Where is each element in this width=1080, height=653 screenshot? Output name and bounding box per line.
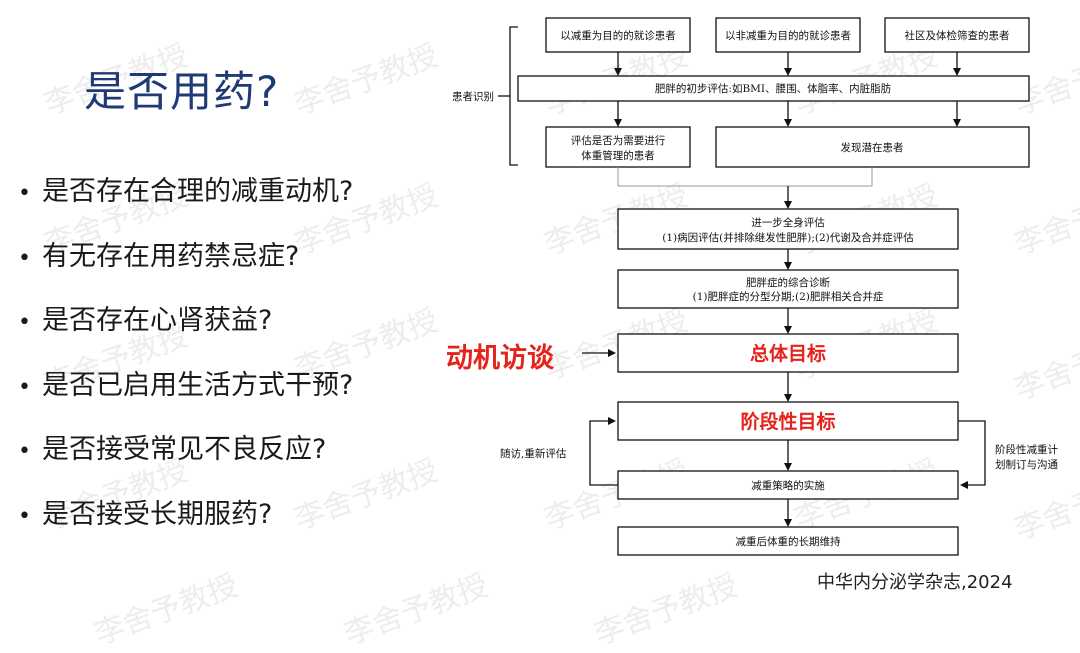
box-initial-assessment [517,75,1030,102]
box-label: (1)病因评估(并排除继发性肥胖);(2)代谢及合并症评估 [662,231,914,244]
box-further-evaluation [617,208,959,250]
bracket [509,26,518,166]
source-citation: 中华内分泌学杂志,2024 [817,572,1013,593]
list-item: • 是否已启用生活方式干预? [18,359,353,424]
box-label-red: 阶段性目标 [740,410,835,433]
loop-left [589,417,618,486]
box-label: 评估是否为需要进行 [571,134,666,147]
box-label: 以减重为目的的就诊患者 [560,29,676,42]
box-need-weight-management [545,126,691,168]
bullet: • [18,181,31,206]
question-text: 是否接受常见不良反应? [42,434,327,465]
box-label: 减重后体重的长期维持 [736,535,841,548]
box-label: 肥胖症的综合诊断 [746,276,830,289]
loop-right-label: 划制订与沟通 [995,458,1058,471]
question-text: 是否接受长期服药? [42,498,273,530]
box-weight-loss-patients [545,17,691,53]
box-diagnosis [617,269,959,309]
bracket-label: 患者识别 [452,91,494,103]
list-item: • 是否接受常见不良反应? [18,423,353,488]
flowchart: 患者识别 以减重为目的的就诊患者 以非减重为目的的就诊患者 社区及体检筛查的患者… [452,17,1058,556]
list-item: • 是否接受长期服药? [18,488,353,553]
box-label: 体重管理的患者 [581,149,655,162]
question-text: 是否存在心肾获益? [42,305,273,336]
bullet: • [18,503,31,529]
box-label: 减重策略的实施 [751,479,825,492]
box-label: 发现潜在患者 [841,141,904,154]
loop-right-label: 阶段性减重计 [995,443,1058,456]
list-item: • 是否存在心肾获益? [18,294,353,359]
question-text: 有无存在用药禁忌症? [42,240,300,272]
bullet: • [18,374,31,400]
box-label: 肥胖的初步评估:如BMI、腰围、体脂率、内脏脂肪 [655,82,892,95]
box-label-red: 总体目标 [750,342,826,365]
box-label: 社区及体检筛查的患者 [905,29,1010,42]
box-non-weight-loss-patients [715,17,861,53]
loop-left-label: 随访,重新评估 [500,447,567,460]
bullet: • [18,310,31,335]
box-maintenance [617,526,959,556]
box-stage-goal [617,401,959,441]
list-item: • 有无存在用药禁忌症? [18,230,353,295]
loop-right [958,420,986,489]
box-find-potential-patients [715,126,1030,168]
bullet: • [18,439,31,464]
box-label: (1)肥胖症的分型分期;(2)肥胖相关合并症 [693,290,884,303]
bullet: • [18,245,31,271]
box-overall-goal [617,333,959,373]
box-label: 以非减重为目的的就诊患者 [725,29,851,42]
list-item: • 是否存在合理的减重动机? [18,165,353,230]
motivational-interview-label: 动机访谈 [446,343,554,374]
question-text: 是否存在合理的减重动机? [42,176,354,207]
box-label: 进一步全身评估 [751,216,825,229]
page-title: 是否用药? [84,67,280,116]
question-text: 是否已启用生活方式干预? [42,369,354,401]
question-list: • 是否存在合理的减重动机? • 有无存在用药禁忌症? • 是否存在心肾获益? • 是否… [18,165,353,552]
